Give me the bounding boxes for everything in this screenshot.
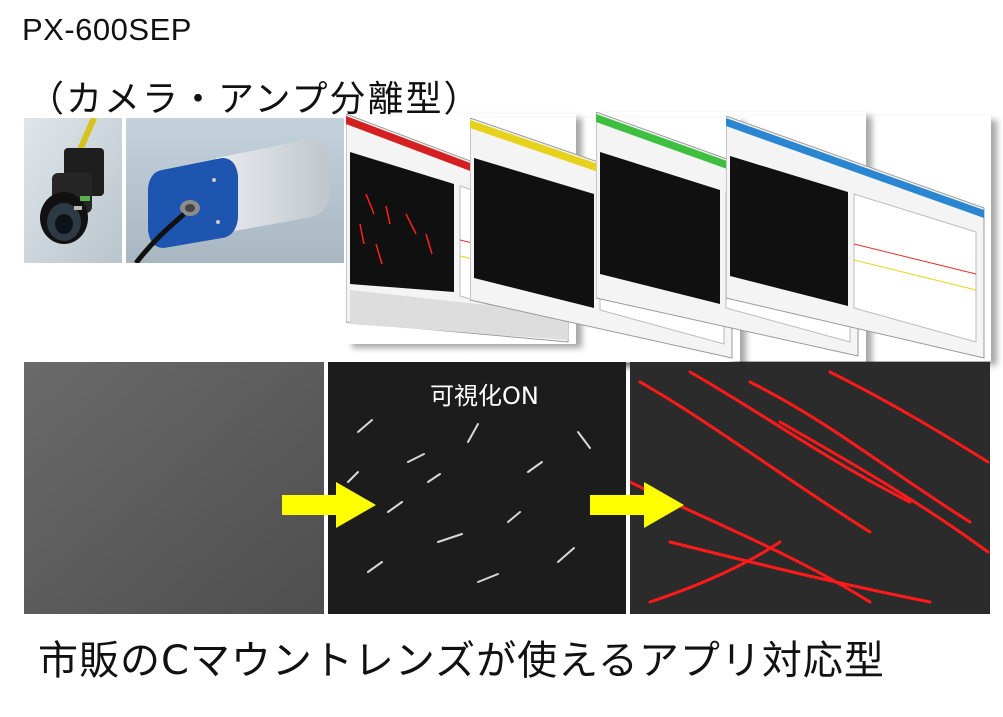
- right-arrow-icon: [282, 482, 376, 528]
- model-subtitle: （カメラ・アンプ分離型）: [28, 79, 482, 120]
- camera-photo: [24, 118, 122, 263]
- screen-4-accent-bar: [726, 118, 984, 218]
- model-title: PX-600SEP: [22, 12, 192, 47]
- visualization-on-label: 可視化ON: [430, 382, 539, 410]
- feature-caption: 市販のCマウントレンズが使えるアプリ対応型: [38, 638, 885, 684]
- right-arrow-icon: [590, 482, 684, 528]
- tracked-image: [630, 362, 990, 614]
- software-screen-4: [726, 116, 985, 359]
- raw-camera-image: [24, 362, 324, 614]
- visualized-image: 可視化ON: [328, 362, 626, 614]
- amplifier-photo: [126, 118, 344, 263]
